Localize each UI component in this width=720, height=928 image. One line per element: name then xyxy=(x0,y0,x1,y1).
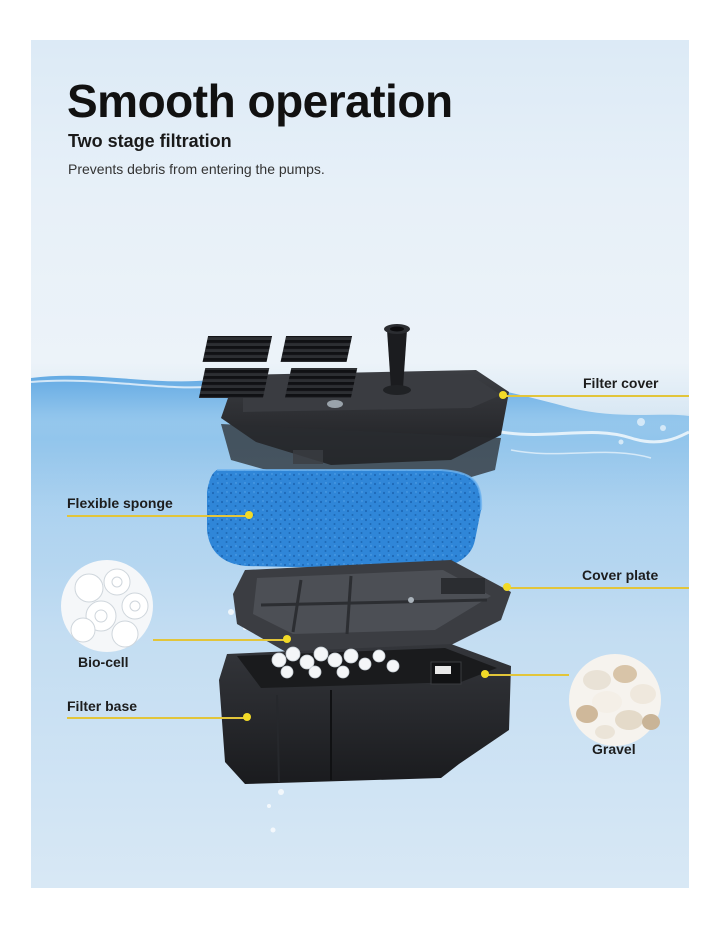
bio-cell-label: Bio-cell xyxy=(78,654,129,670)
flexible-sponge xyxy=(207,469,483,570)
bio-cell-balls xyxy=(271,646,400,679)
gravel-leader xyxy=(485,674,569,676)
filter-cover xyxy=(198,324,509,488)
bio-cell-dot xyxy=(283,635,291,643)
gravel-label: Gravel xyxy=(592,741,636,757)
page-description: Prevents debris from entering the pumps. xyxy=(68,161,325,177)
filter-cover-label: Filter cover xyxy=(583,375,659,391)
cover-plate-label: Cover plate xyxy=(582,567,659,583)
flexible-sponge-leader xyxy=(67,515,249,517)
gravel-dot xyxy=(481,670,489,678)
filter-base-label: Filter base xyxy=(67,698,138,714)
page-title: Smooth operation xyxy=(67,75,453,127)
product-panel: Smooth operation Two stage filtration Pr… xyxy=(31,40,689,888)
filter-cover-dot xyxy=(499,391,507,399)
cover-plate-leader xyxy=(507,587,689,589)
filter-exploded-illustration xyxy=(31,324,689,833)
bio-cell-leader xyxy=(153,639,287,641)
gravel-thumbnail xyxy=(569,654,661,746)
page-subtitle: Two stage filtration xyxy=(68,131,232,151)
filter-base-leader xyxy=(67,717,247,719)
cover-plate-dot xyxy=(503,583,511,591)
filter-cover-leader xyxy=(503,395,689,397)
flexible-sponge-label: Flexible sponge xyxy=(67,495,173,511)
bio-cell-thumbnail xyxy=(61,560,153,652)
flexible-sponge-dot xyxy=(245,511,253,519)
filter-base-dot xyxy=(243,713,251,721)
filter-base xyxy=(219,644,511,784)
cover-plate xyxy=(233,560,511,652)
